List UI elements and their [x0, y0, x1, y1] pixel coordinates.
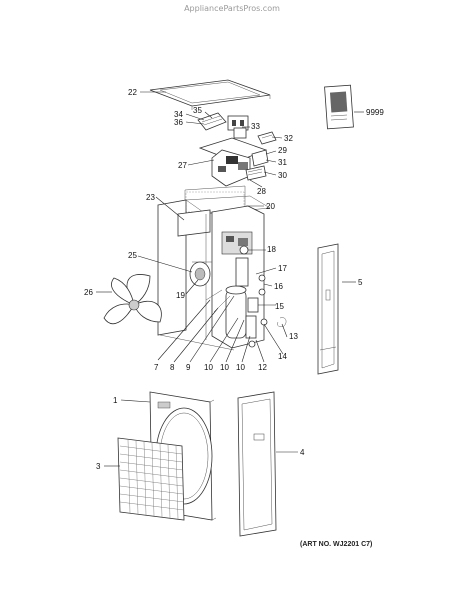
part-label-22: 22 [128, 88, 137, 97]
part-label-31: 31 [278, 158, 287, 167]
part-label-8: 8 [170, 363, 175, 372]
part-label-32: 32 [284, 134, 293, 143]
rear-panel [237, 391, 277, 537]
part-label-18: 18 [267, 245, 276, 254]
leader-lines [96, 91, 364, 467]
part-label-35: 35 [193, 106, 202, 115]
watermark: AppliancePartsPros.com [184, 4, 280, 13]
part-label-4: 4 [300, 448, 305, 457]
part-label-29: 29 [278, 146, 287, 155]
part-label-15: 15 [275, 302, 284, 311]
part-label-1: 1 [113, 396, 118, 405]
part-label-10-c: 10 [236, 363, 245, 372]
part-label-19: 19 [176, 291, 185, 300]
part-label-36: 36 [174, 118, 183, 127]
part-label-5: 5 [358, 278, 363, 287]
part-label-9: 9 [186, 363, 191, 372]
part-label-12: 12 [258, 363, 267, 372]
part-label-17: 17 [278, 264, 287, 273]
part-labels: 22 35 34 36 33 32 29 31 27 30 28 23 20 1… [84, 88, 384, 471]
part-label-13: 13 [289, 332, 298, 341]
part-label-10-b: 10 [220, 363, 229, 372]
part-label-34: 34 [174, 110, 183, 119]
top-cover-panel [149, 79, 271, 110]
part-label-25: 25 [128, 251, 137, 260]
part-label-28: 28 [257, 187, 266, 196]
part-label-16: 16 [274, 282, 283, 291]
part-label-7: 7 [154, 363, 159, 372]
part-label-14: 14 [278, 352, 287, 361]
part-label-3: 3 [96, 462, 101, 471]
art-number: (ART NO. WJ2201 C7) [300, 541, 373, 548]
label-card [324, 84, 354, 130]
fan-motor [189, 261, 212, 287]
part-label-9999: 9999 [366, 108, 384, 117]
fan-grille [117, 437, 185, 521]
compressor-section [205, 245, 287, 348]
part-label-26: 26 [84, 288, 93, 297]
part-label-30: 30 [278, 171, 287, 180]
part-label-33: 33 [251, 122, 260, 131]
part-label-23: 23 [146, 193, 155, 202]
fan-blade [103, 274, 162, 325]
part-label-10-a: 10 [204, 363, 213, 372]
control-box-assembly [197, 112, 277, 187]
part-label-27: 27 [178, 161, 187, 170]
side-panel [317, 243, 339, 375]
part-label-20: 20 [266, 202, 275, 211]
